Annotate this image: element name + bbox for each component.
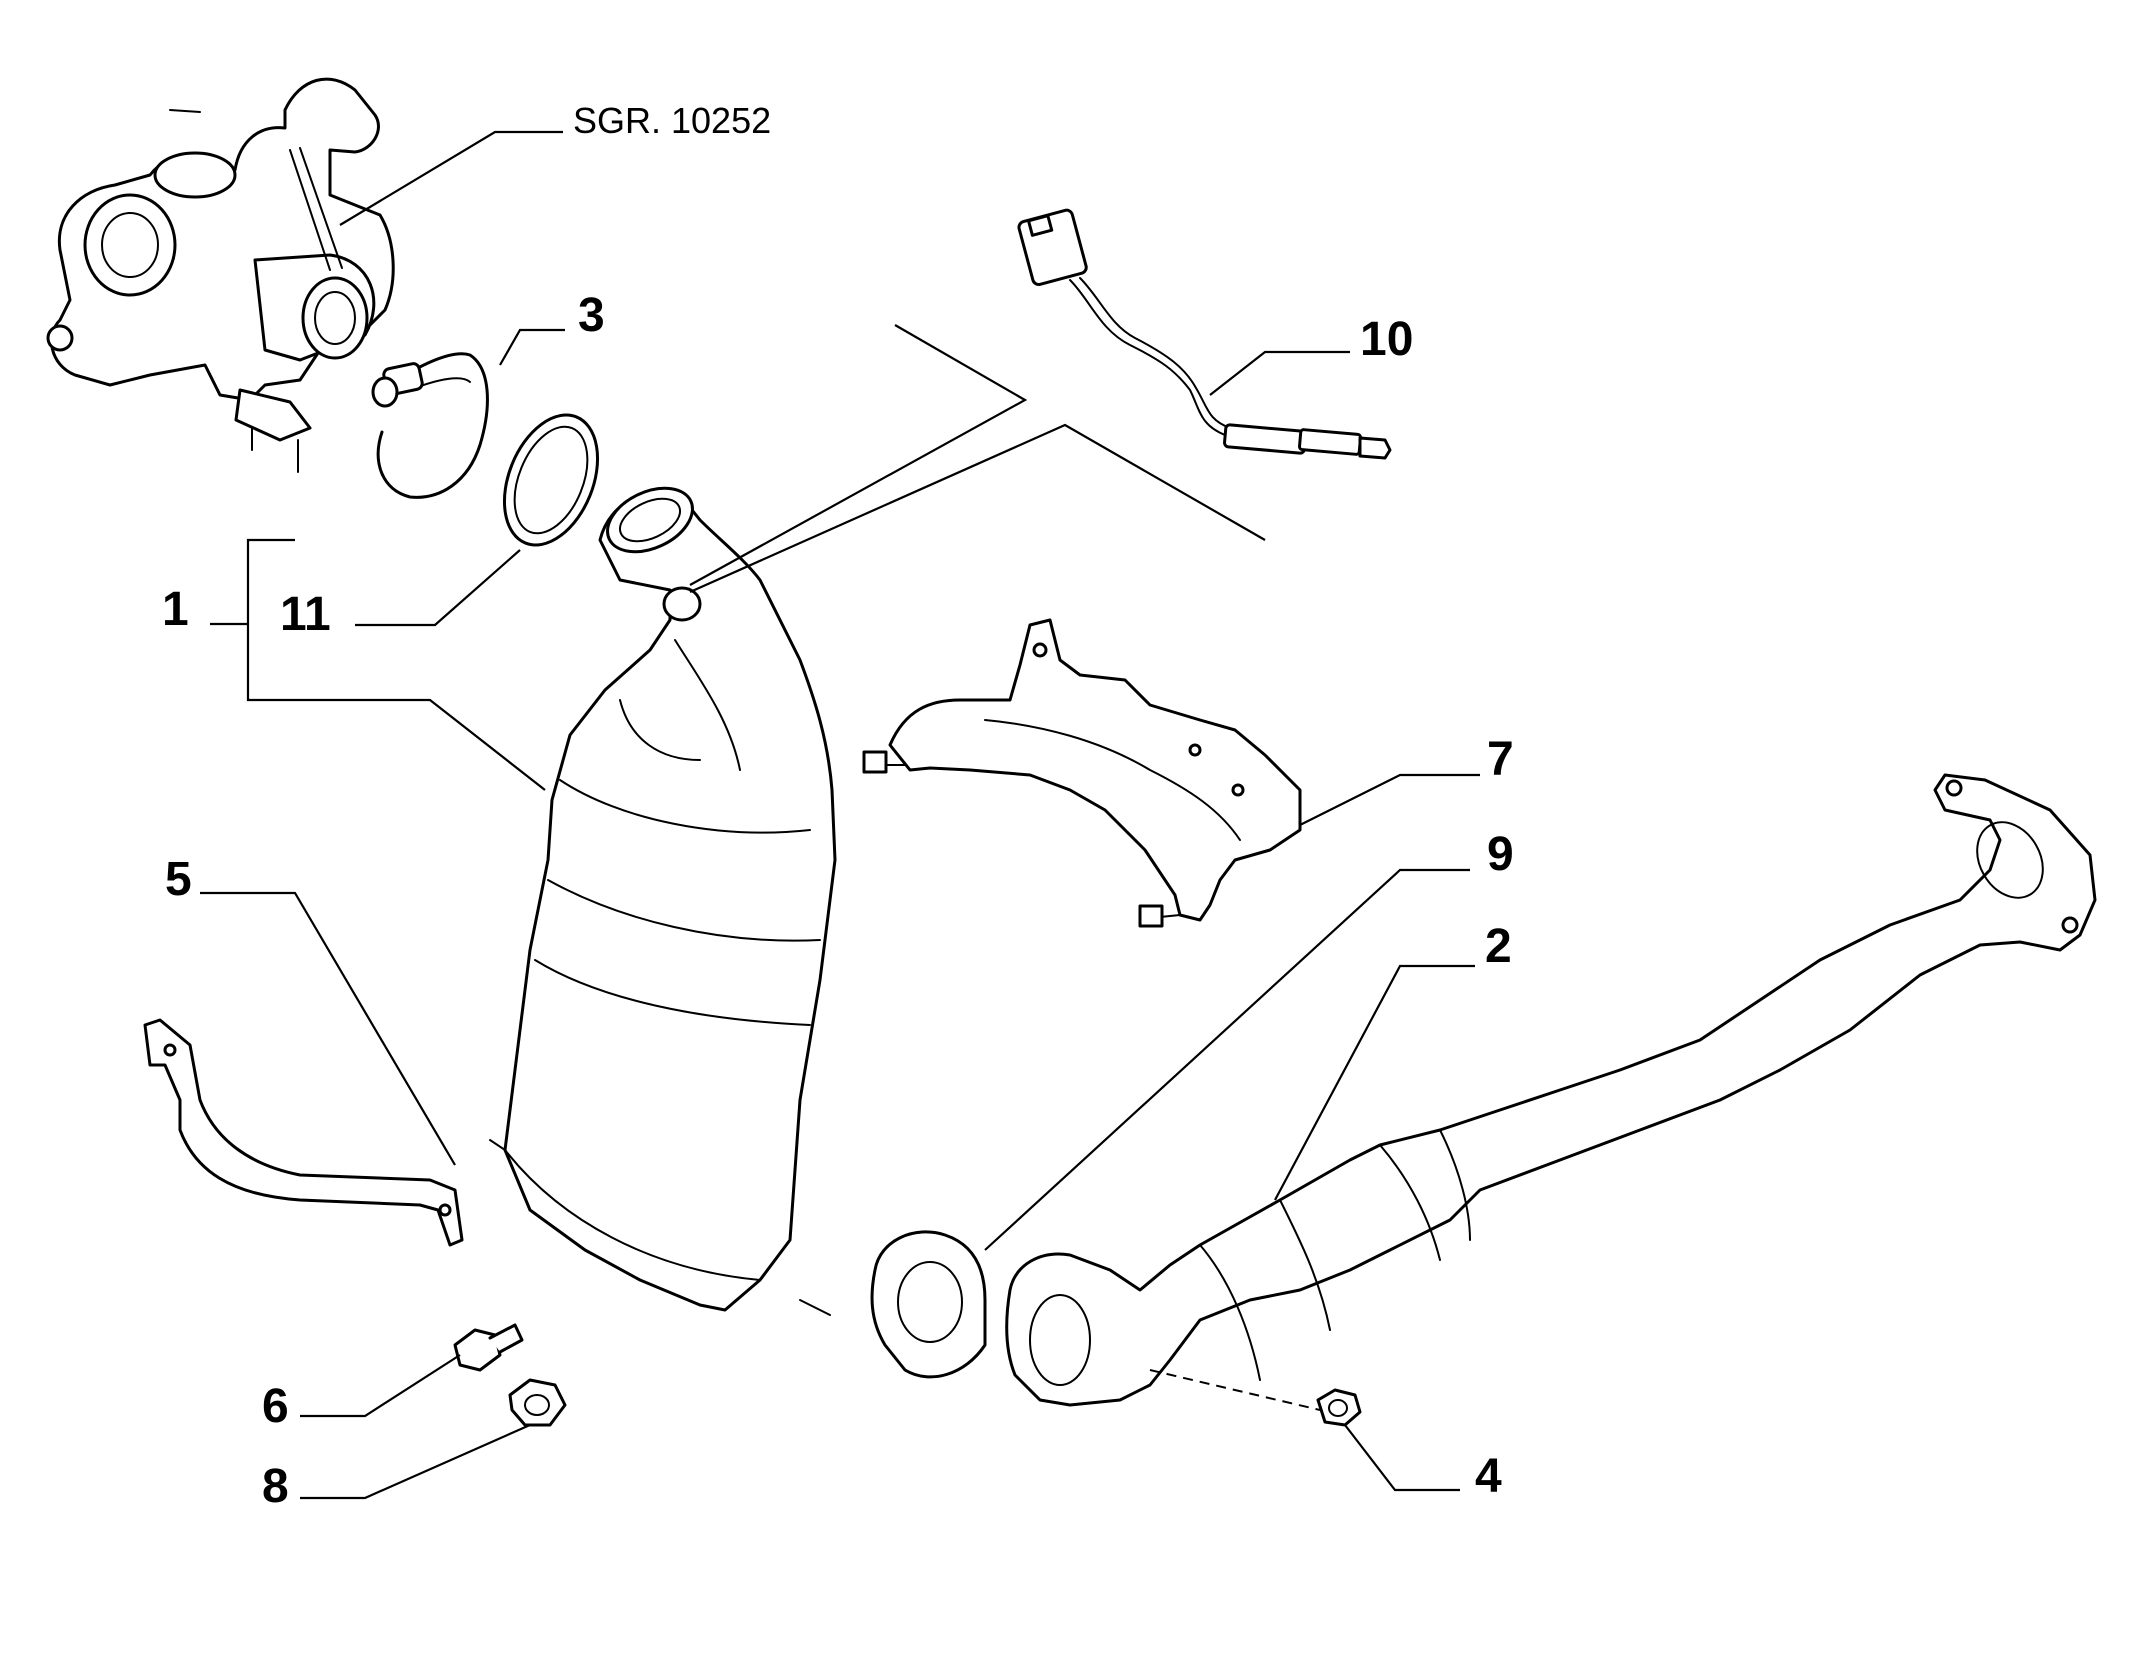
part-4-nut	[1316, 1388, 1362, 1427]
part-7-bracket	[862, 618, 1302, 928]
callout-11: 11	[280, 588, 331, 641]
leader-lines	[200, 130, 1480, 1500]
callout-9: 9	[1487, 828, 1514, 881]
leader-3	[499, 328, 565, 366]
reference-label: SGR. 10252	[573, 100, 771, 141]
leader-11	[355, 549, 521, 627]
leader-6	[300, 1354, 461, 1418]
part-5-strap	[143, 1018, 464, 1247]
part-6-bolt	[453, 1323, 524, 1372]
callout-3: 3	[578, 289, 605, 342]
leader-2	[1274, 964, 1475, 1201]
part-1-catalytic-converter	[489, 486, 837, 1316]
leader-4	[1344, 1424, 1460, 1492]
leader-1-bracket	[246, 538, 546, 791]
part-11-gasket-ring	[502, 413, 600, 547]
leader-5	[200, 891, 456, 1166]
leader-9	[984, 868, 1470, 1251]
callout-5: 5	[165, 853, 192, 906]
part-9-gasket	[870, 1230, 987, 1379]
turbocharger	[46, 77, 395, 473]
leader-8	[300, 1423, 531, 1500]
callout-8: 8	[262, 1460, 289, 1513]
part-3-clamp	[371, 352, 489, 499]
leader-section-bottom	[689, 423, 1266, 594]
callout-2: 2	[1485, 920, 1512, 973]
callout-10: 10	[1360, 313, 1413, 366]
leader-10	[1209, 350, 1350, 396]
callout-1: 1	[162, 583, 189, 636]
part-2-front-pipe	[1005, 773, 2097, 1411]
callout-7: 7	[1487, 733, 1514, 786]
part-10-oxygen-sensor	[1017, 208, 1392, 460]
part-8-nut	[508, 1378, 567, 1427]
leader-reference	[339, 130, 563, 226]
leader-section-top	[689, 324, 1028, 586]
callout-6: 6	[262, 1380, 289, 1433]
callout-4: 4	[1475, 1450, 1502, 1503]
leader-7	[1299, 773, 1480, 826]
